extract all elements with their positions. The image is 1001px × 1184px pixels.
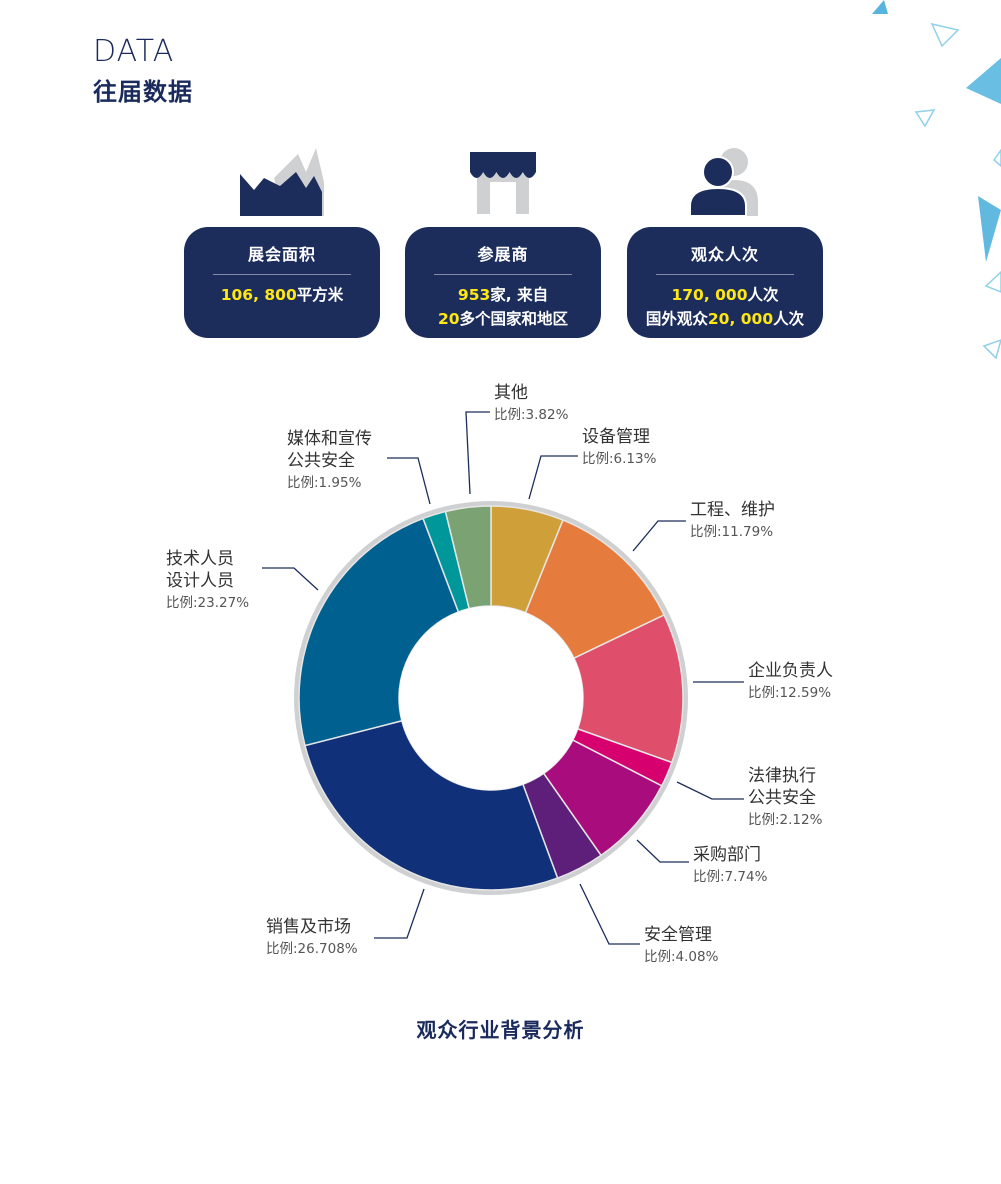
decorative-triangles: [872, 0, 1001, 360]
leader-line: [528, 455, 578, 500]
slice-label: 企业负责人: [748, 661, 833, 681]
deco-triangle: [992, 148, 1001, 167]
deco-triangle: [872, 0, 888, 14]
deco-triangle: [966, 58, 1001, 104]
stat-value-line: 国外观众20, 000人次: [627, 307, 823, 331]
header-title-cn: 往届数据: [93, 78, 193, 106]
slice-value-label: 比例:2.12%: [748, 812, 823, 828]
stat-card-visitors: 观众人次 170, 000人次国外观众20, 000人次: [627, 227, 823, 338]
people-icon: [689, 148, 758, 216]
slice-label: 工程、维护: [690, 500, 775, 520]
stat-highlight-number: 953: [457, 286, 491, 304]
donut-slice: [304, 719, 559, 891]
leader-line: [387, 457, 431, 505]
slice-value-label: 比例:1.95%: [287, 475, 362, 491]
stat-highlight-number: 106, 800: [220, 286, 297, 304]
header-title-en: DATA: [93, 34, 175, 69]
stat-highlight-number: 170, 000: [671, 286, 748, 304]
slice-value-label: 比例:11.79%: [690, 524, 773, 540]
stat-value-line: 953家, 来自: [405, 283, 601, 307]
storefront-icon: [470, 152, 536, 214]
slice-value-label: 比例:23.27%: [166, 595, 249, 611]
leader-line: [374, 888, 425, 939]
slice-value-label: 比例:4.08%: [644, 949, 719, 965]
stat-value-lines: 106, 800平方米: [184, 283, 380, 307]
slice-label: 技术人员: [166, 549, 234, 569]
stat-label: 参展商: [477, 245, 529, 264]
slice-value-label: 比例:12.59%: [748, 685, 831, 701]
leader-line: [465, 411, 490, 495]
slice-value-label: 比例:7.74%: [693, 869, 768, 885]
deco-triangle: [978, 196, 1001, 262]
deco-triangle: [914, 109, 936, 128]
stat-text: 国外观众: [645, 310, 708, 328]
slice-label: 其他: [494, 383, 528, 403]
deco-triangle: [984, 270, 1001, 293]
slice-label: 公共安全: [287, 451, 355, 471]
donut-slice: [298, 517, 460, 747]
deco-triangle: [930, 22, 960, 48]
stat-text: 多个国家和地区: [459, 310, 569, 328]
card-divider: [213, 274, 351, 275]
donut-hole: [399, 606, 583, 790]
stat-text: 人次: [773, 310, 805, 328]
slice-value-label: 比例:26.708%: [266, 941, 358, 957]
stat-value-lines: 170, 000人次国外观众20, 000人次: [627, 283, 823, 331]
leader-line: [632, 520, 686, 552]
stat-highlight-number: 20: [437, 310, 460, 328]
slice-value-label: 比例:6.13%: [582, 451, 657, 467]
stat-label: 观众人次: [690, 245, 759, 264]
slice-label: 设计人员: [166, 571, 234, 591]
slice-value-label: 比例:3.82%: [494, 407, 569, 423]
stat-value-line: 20多个国家和地区: [405, 307, 601, 331]
leader-line: [262, 567, 319, 591]
leader-line: [579, 883, 640, 945]
stat-card-area: 展会面积 106, 800平方米: [184, 227, 380, 338]
stat-text: 平方米: [296, 286, 344, 304]
leader-line: [676, 781, 744, 800]
slice-label: 安全管理: [644, 925, 712, 945]
slice-label: 销售及市场: [266, 917, 351, 937]
stat-text: 人次: [747, 286, 779, 304]
slice-label: 设备管理: [582, 427, 650, 447]
stat-value-line: 170, 000人次: [627, 283, 823, 307]
chart-title: 观众行业背景分析: [416, 1018, 585, 1042]
mountain-icon: [240, 148, 324, 216]
stat-value-line: 106, 800平方米: [184, 283, 380, 307]
stat-text: 家, 来自: [490, 286, 549, 304]
leader-line: [636, 839, 689, 863]
slice-label: 法律执行: [748, 766, 816, 786]
card-divider: [434, 274, 572, 275]
stat-highlight-number: 20, 000: [707, 310, 774, 328]
slice-label: 公共安全: [748, 788, 816, 808]
slice-label: 媒体和宣传: [287, 429, 372, 449]
card-divider: [656, 274, 794, 275]
slice-label: 采购部门: [693, 845, 761, 865]
stat-label: 展会面积: [247, 245, 316, 264]
deco-triangle: [982, 339, 1001, 360]
